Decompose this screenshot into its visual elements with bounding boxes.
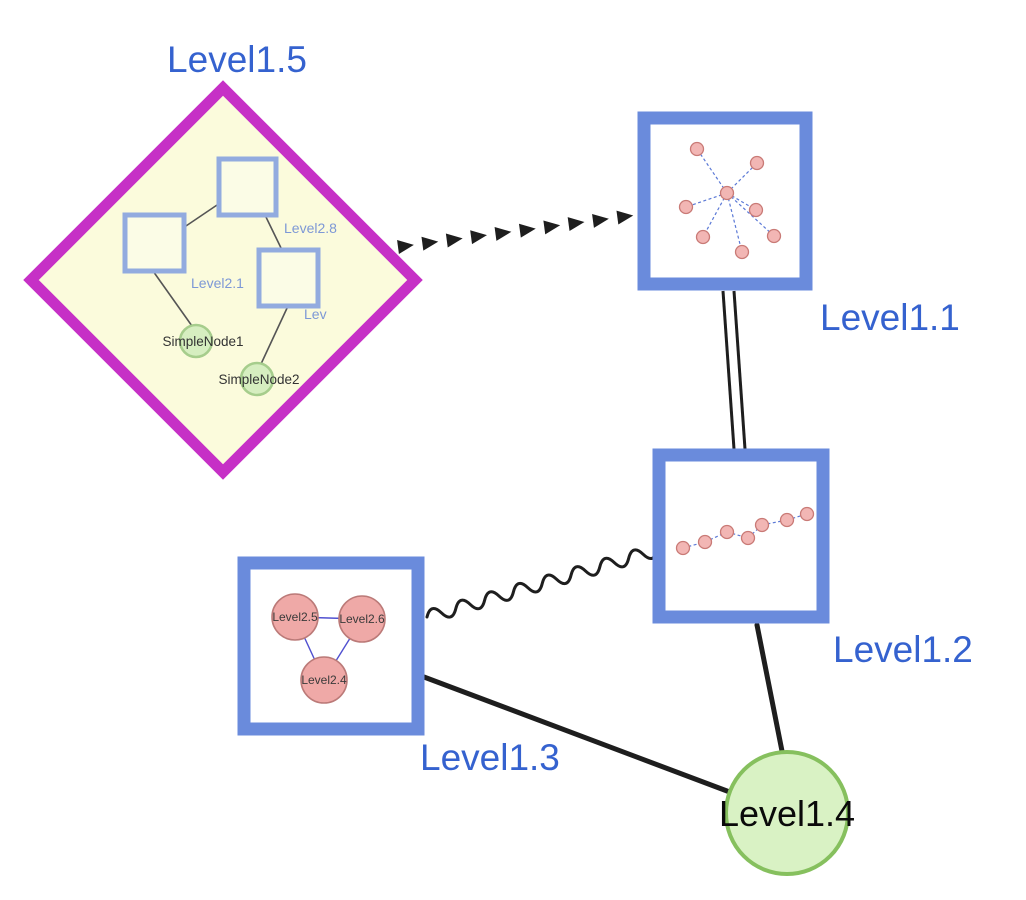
mini-node[interactable] bbox=[697, 534, 713, 550]
node-lev-label: Lev bbox=[304, 306, 327, 322]
node-level1-1-group bbox=[637, 111, 813, 291]
node-simplenode2[interactable] bbox=[239, 361, 275, 397]
node-level1-3[interactable] bbox=[237, 556, 425, 736]
node-level1-2[interactable] bbox=[652, 448, 830, 624]
node-level1-2-group bbox=[652, 448, 830, 624]
level1-3-mini-graph: Level2.5 Level2.6 Level2.4 bbox=[271, 593, 386, 704]
node-level2-8[interactable] bbox=[216, 156, 279, 218]
node-level1-5[interactable] bbox=[23, 80, 423, 480]
mini-node[interactable] bbox=[689, 141, 705, 157]
edge-level11-level12[interactable] bbox=[721, 290, 747, 450]
node-level1-3-label: Level1.3 bbox=[420, 737, 560, 778]
node-level1-1-label: Level1.1 bbox=[820, 297, 960, 338]
node-level2-4[interactable] bbox=[300, 656, 348, 704]
mini-node[interactable] bbox=[675, 540, 691, 556]
edge-level13-level12[interactable] bbox=[425, 544, 659, 623]
mini-node[interactable] bbox=[719, 185, 735, 201]
mini-node[interactable] bbox=[779, 512, 795, 528]
edge-level12-level14[interactable] bbox=[754, 622, 785, 754]
mini-node[interactable] bbox=[695, 229, 711, 245]
mini-node[interactable] bbox=[748, 202, 764, 218]
node-level1-2-label: Level1.2 bbox=[833, 629, 973, 670]
mini-node[interactable] bbox=[734, 244, 750, 260]
node-level1-1[interactable] bbox=[637, 111, 813, 291]
node-level1-4[interactable] bbox=[724, 750, 850, 876]
level1-1-mini-graph bbox=[678, 141, 782, 260]
node-level1-5-label: Level1.5 bbox=[167, 39, 307, 80]
node-lev[interactable] bbox=[256, 247, 321, 309]
node-level2-1-label: Level2.1 bbox=[191, 275, 244, 291]
mini-node[interactable] bbox=[740, 530, 756, 546]
edge-lev-simplenode2[interactable] bbox=[260, 305, 289, 365]
mini-node[interactable] bbox=[678, 199, 694, 215]
node-level2-6-label: Level2.6 bbox=[339, 612, 385, 626]
edge-level15-level11[interactable] bbox=[397, 209, 634, 254]
node-level1-5-group: Level2.8 Level2.1 Lev SimpleNode1 Simple… bbox=[23, 80, 423, 480]
node-level2-4-label: Level2.4 bbox=[301, 673, 347, 687]
node-simplenode2-label: SimpleNode2 bbox=[218, 372, 299, 387]
mini-node[interactable] bbox=[799, 506, 815, 522]
node-simplenode1-label: SimpleNode1 bbox=[162, 334, 243, 349]
node-simplenode1[interactable] bbox=[178, 323, 214, 359]
node-level2-5-label: Level2.5 bbox=[272, 610, 318, 624]
node-level2-5[interactable] bbox=[271, 593, 319, 641]
mini-node[interactable] bbox=[749, 155, 765, 171]
mini-node[interactable] bbox=[766, 228, 782, 244]
edge-level28-lev[interactable] bbox=[264, 214, 283, 251]
level1-2-mini-graph bbox=[675, 506, 815, 556]
edge-level13-level14[interactable] bbox=[421, 674, 738, 797]
node-level2-8-label: Level2.8 bbox=[284, 220, 337, 236]
edge-level21-simplenode1[interactable] bbox=[152, 270, 193, 327]
node-level1-3-group: Level2.5 Level2.6 Level2.4 bbox=[237, 556, 425, 736]
node-level2-1[interactable] bbox=[122, 212, 187, 274]
node-level2-6[interactable] bbox=[338, 595, 386, 643]
mini-node[interactable] bbox=[754, 517, 770, 533]
node-level1-4-label: Level1.4 bbox=[719, 793, 855, 834]
edge-level28-level21[interactable] bbox=[182, 202, 221, 229]
mini-node[interactable] bbox=[719, 524, 735, 540]
